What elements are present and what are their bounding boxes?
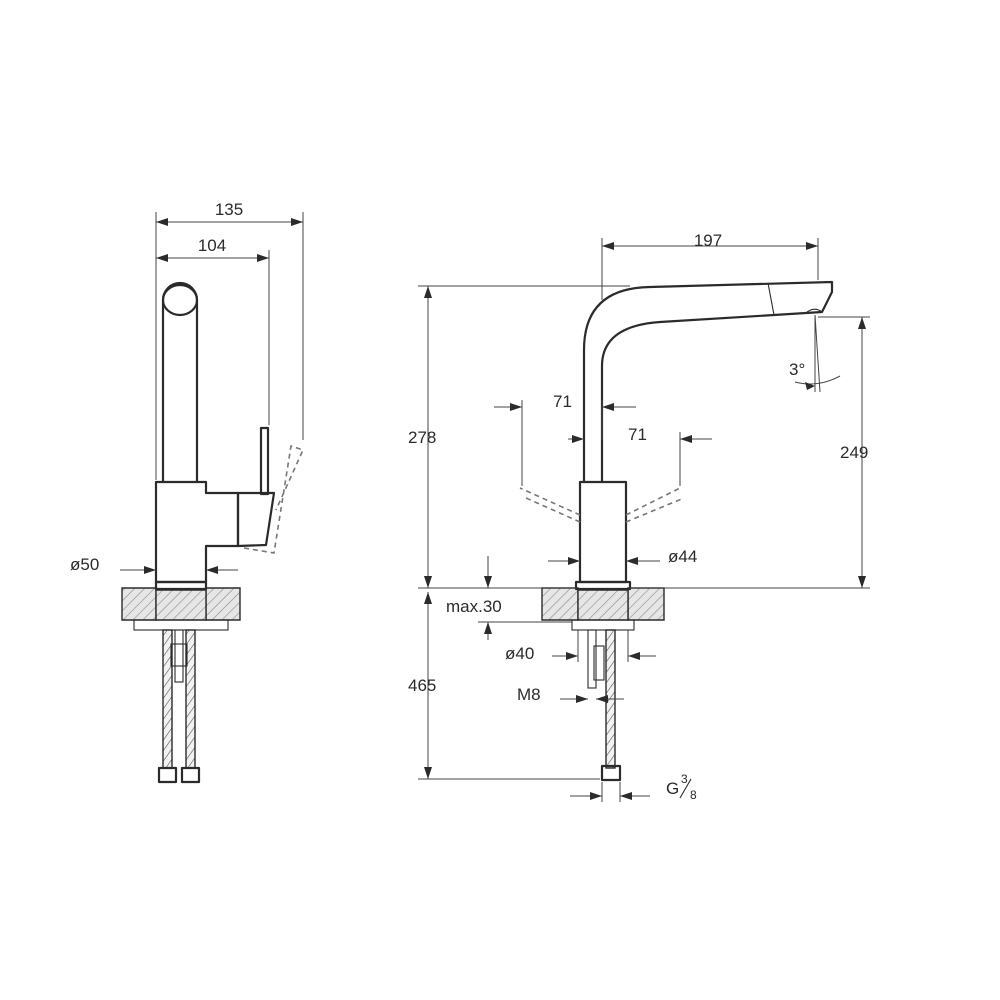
dim-handle-swing-right: 71 — [568, 425, 712, 486]
dim-connection-numerator: 3 — [681, 772, 688, 786]
front-countertop-left — [541, 587, 579, 621]
dim-handle-swing-left-label: 71 — [553, 392, 572, 411]
side-stud — [174, 629, 184, 683]
side-mounting-plate — [133, 619, 229, 631]
side-base-ring — [154, 580, 208, 591]
front-view: 197 278 249 3° — [408, 231, 870, 802]
side-spout-tube — [161, 281, 199, 484]
front-mounting-plate — [571, 619, 635, 631]
dim-max-counter-thickness-label: max.30 — [446, 597, 502, 616]
dim-hole-diameter-label: ø40 — [505, 644, 534, 663]
front-countertop-right — [627, 587, 665, 621]
dim-stud-thread-label: M8 — [517, 685, 541, 704]
dim-base-diameter-label: ø44 — [668, 547, 697, 566]
dim-spout-reach: 197 — [601, 231, 819, 300]
front-handle-swing-left — [519, 487, 581, 523]
dim-handle-swing-left: 71 — [494, 392, 636, 486]
front-base-ring — [574, 580, 632, 591]
dim-connection-prefix: G — [666, 779, 679, 798]
front-spout — [582, 280, 834, 484]
dim-handle-swing-right-label: 71 — [628, 425, 647, 444]
front-stud-nut — [593, 645, 605, 681]
front-body — [578, 480, 628, 584]
side-handle-swing-outline — [243, 444, 305, 554]
side-countertop — [121, 587, 157, 621]
dim-spout-outlet-height: 249 — [630, 316, 870, 589]
dim-base-diameter: ø44 — [548, 547, 697, 566]
dim-height-total-label: 278 — [408, 428, 436, 447]
dim-side-handle-depth-label: 104 — [198, 236, 226, 255]
side-handle-block — [236, 491, 276, 548]
front-stud — [587, 629, 597, 689]
front-fitting — [600, 764, 622, 782]
dim-spout-tilt-label: 3° — [789, 360, 805, 379]
side-stud-nut — [170, 643, 188, 667]
dim-max-counter-thickness: max.30 — [446, 556, 572, 640]
dim-hose-length: 465 — [408, 592, 600, 780]
front-countertop-hole — [577, 589, 629, 621]
front-spout-sprayhead-joint — [767, 282, 775, 316]
side-countertop-hole — [155, 589, 207, 621]
dim-side-base-diameter: ø50 — [70, 555, 238, 574]
dim-side-total-depth: 135 — [155, 200, 304, 480]
dim-stud-thread: M8 — [517, 685, 624, 704]
side-spout-top — [161, 283, 199, 317]
dim-hose-length-label: 465 — [408, 676, 436, 695]
dim-side-total-depth-label: 135 — [215, 200, 243, 219]
side-body — [154, 480, 240, 584]
dim-side-handle-depth: 104 — [156, 236, 270, 425]
front-handle-swing-right — [625, 487, 685, 523]
dim-connection-denominator: 8 — [690, 788, 697, 802]
side-handle-lever — [259, 426, 270, 496]
dim-spout-reach-label: 197 — [694, 231, 722, 250]
side-view: 135 104 ø50 — [70, 200, 305, 784]
dim-height-total: 278 — [408, 285, 630, 589]
front-spout-outlet — [805, 308, 823, 314]
dim-connection: G 3 8 — [570, 772, 697, 802]
dim-side-base-diameter-label: ø50 — [70, 555, 99, 574]
dim-spout-outlet-height-label: 249 — [840, 443, 868, 462]
side-countertop-right — [205, 587, 241, 621]
dim-hole-diameter: ø40 — [505, 630, 656, 663]
dim-spout-tilt: 3° — [789, 314, 841, 393]
side-fitting-right — [180, 766, 201, 784]
side-fitting-left — [157, 766, 178, 784]
